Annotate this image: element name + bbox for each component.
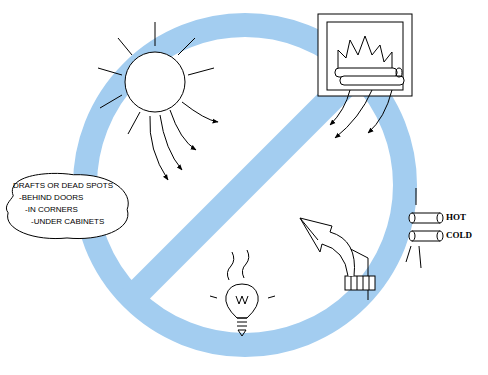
hot-cold-pipes — [406, 188, 443, 268]
light-bulb-icon — [210, 250, 275, 336]
callout-bubble: DRAFTS OR DEAD SPOTS-BEHIND DOORS-IN COR… — [3, 172, 131, 240]
air-vent-icon — [300, 218, 375, 300]
prohibition-sign — [85, 25, 405, 345]
callout-item: -UNDER CABINETS — [31, 216, 131, 228]
sun-icon — [98, 22, 218, 180]
pipe-label: COLD — [446, 230, 472, 240]
callout-item: -IN CORNERS — [25, 204, 131, 216]
pipe-label: HOT — [446, 212, 466, 222]
fireplace-icon — [318, 14, 412, 138]
callout-item: -BEHIND DOORS — [19, 192, 131, 204]
callout-heading: DRAFTS OR DEAD SPOTS — [13, 180, 131, 192]
